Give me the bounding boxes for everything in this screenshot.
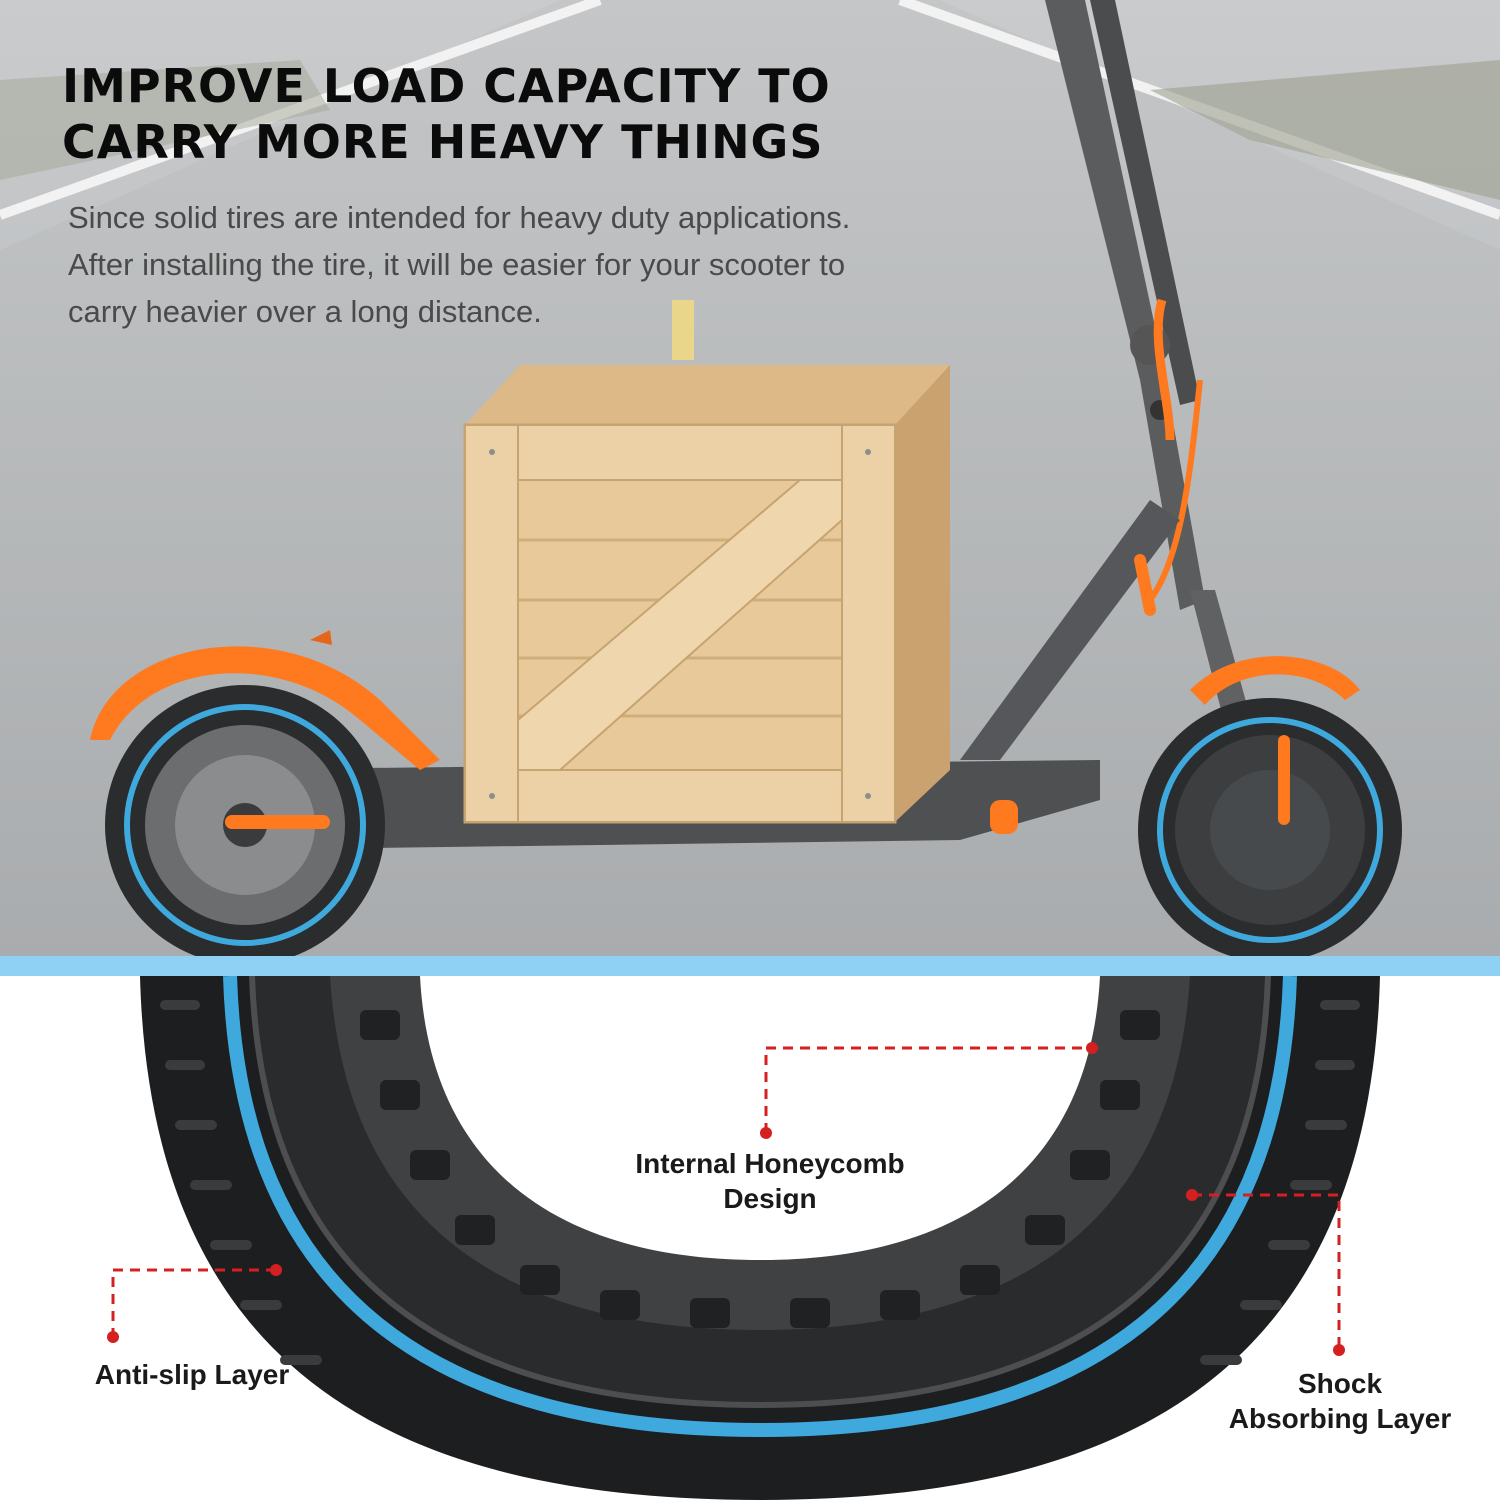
callout-honeycomb-leader (760, 1042, 1098, 1139)
road-background (0, 0, 1500, 958)
body-copy: Since solid tires are intended for heavy… (68, 194, 1028, 335)
headline-line-1: IMPROVE LOAD CAPACITY TO (62, 59, 831, 113)
scooter-scene: IMPROVE LOAD CAPACITY TO CARRY MORE HEAV… (0, 0, 1500, 958)
callout-shock-line-2: Absorbing Layer (1228, 1403, 1452, 1434)
callout-antislip-leader (107, 1264, 282, 1343)
callout-label-honeycomb: Internal Honeycomb Design (600, 1146, 940, 1216)
headline: IMPROVE LOAD CAPACITY TO CARRY MORE HEAV… (62, 58, 831, 170)
tire-detail (0, 976, 1500, 1500)
callout-antislip-line-1: Anti-slip Layer (94, 1359, 290, 1390)
callout-label-antislip: Anti-slip Layer (62, 1357, 322, 1392)
callout-honeycomb-line-1: Internal Honeycomb (635, 1148, 905, 1179)
callout-honeycomb-line-2: Design (723, 1183, 817, 1214)
honeycomb-solid-tire-illustration (0, 976, 1500, 1500)
callout-shock-leader (1186, 1189, 1345, 1356)
callout-shock-line-1: Shock (1297, 1368, 1383, 1399)
body-line-1: Since solid tires are intended for heavy… (68, 200, 851, 235)
wooden-crate-illustration (463, 365, 950, 824)
callout-label-shock: Shock Absorbing Layer (1195, 1366, 1485, 1436)
body-line-2: After installing the tire, it will be ea… (68, 247, 846, 282)
section-divider (0, 956, 1500, 976)
headline-line-2: CARRY MORE HEAVY THINGS (62, 115, 824, 169)
body-line-3: carry heavier over a long distance. (68, 294, 542, 329)
